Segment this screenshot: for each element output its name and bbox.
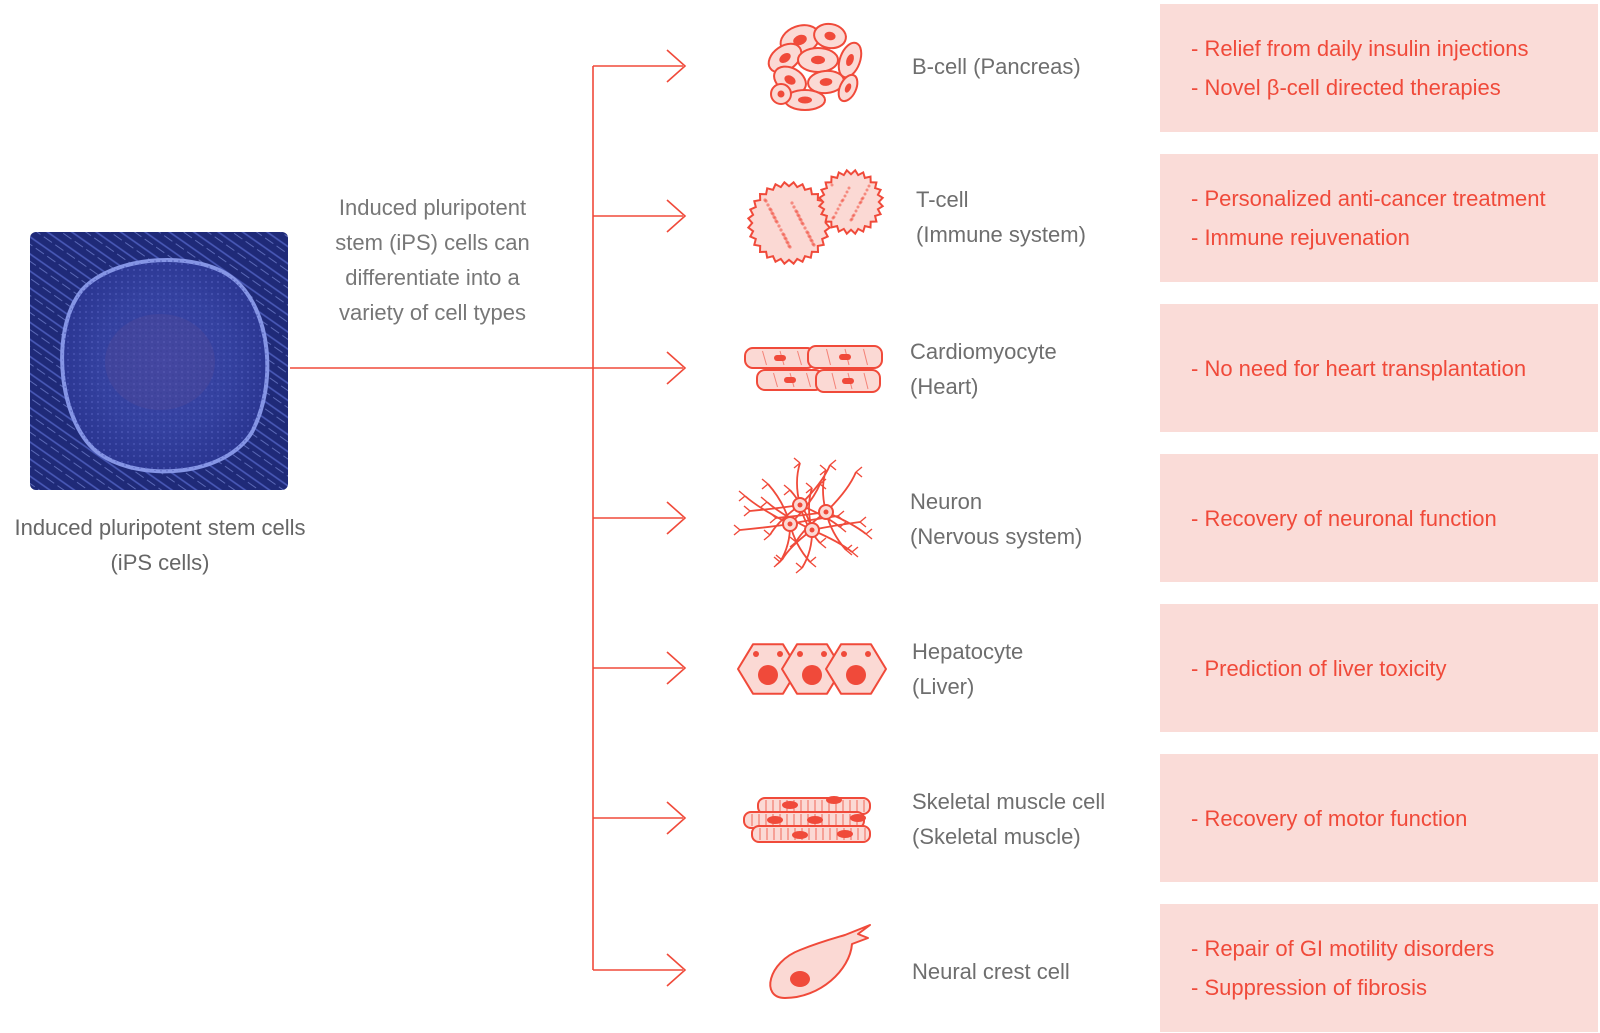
cell-type-label-line: B-cell (Pancreas) xyxy=(912,54,1081,79)
benefit-item: - Suppression of fibrosis xyxy=(1191,975,1427,1000)
benefit-box: - Recovery of motor function xyxy=(1160,754,1598,882)
cell-type-label: Skeletal muscle cell (Skeletal muscle) xyxy=(912,784,1152,854)
intro-line: stem (iPS) cells can xyxy=(335,230,530,255)
ips-caption: Induced pluripotent stem cells (iPS cell… xyxy=(0,510,320,580)
benefit-item: - Novel β-cell directed therapies xyxy=(1191,75,1501,100)
cell-type-label-line: Hepatocyte xyxy=(912,639,1024,664)
benefit-box: - Prediction of liver toxicity xyxy=(1160,604,1598,732)
benefit-box: - Personalized anti-cancer treatment - Im… xyxy=(1160,154,1598,282)
cell-type-label: Neuron (Nervous system) xyxy=(910,484,1150,554)
benefit-item: - Personalized anti-cancer treatment xyxy=(1191,186,1546,211)
arrow-head-icon xyxy=(666,651,687,685)
cell-type-label: Cardiomyocyte (Heart) xyxy=(910,334,1150,404)
cell-type-label-line: T-cell xyxy=(916,187,969,212)
benefit-box: - Recovery of neuronal function xyxy=(1160,454,1598,582)
cell-type-label: Hepatocyte (Liver) xyxy=(912,634,1152,704)
benefit-item: - Recovery of neuronal function xyxy=(1191,505,1497,531)
cell-type-label-line: (Heart) xyxy=(910,374,979,399)
benefit-box: - No need for heart transplantation xyxy=(1160,304,1598,432)
cell-type-label-line: (Liver) xyxy=(912,674,975,699)
cell-type-label-line: Neural crest cell xyxy=(912,959,1070,984)
ips-cell-colony-image xyxy=(30,232,288,490)
intro-line: Induced pluripotent xyxy=(338,195,527,220)
ips-caption-line-1: Induced pluripotent stem cells xyxy=(14,515,306,540)
neuron-icon xyxy=(733,457,873,574)
benefit-item: - Immune rejuvenation xyxy=(1191,225,1410,250)
b-cell-cluster-icon xyxy=(767,22,863,111)
cell-type-label-line: Skeletal muscle cell xyxy=(912,789,1106,814)
intro-line: differentiate into a xyxy=(345,265,520,290)
benefit-item: - Recovery of motor function xyxy=(1191,805,1468,831)
benefit-item: - No need for heart transplantation xyxy=(1191,355,1527,381)
arrow-head-icon xyxy=(666,351,687,385)
intro-line: variety of cell types xyxy=(338,300,527,325)
t-cell-icon xyxy=(746,168,885,266)
arrow-head-icon xyxy=(666,953,687,987)
benefit-item: - Repair of GI motility disorders xyxy=(1191,936,1495,961)
cell-type-label: B-cell (Pancreas) xyxy=(912,49,1152,84)
cell-type-label-line: Neuron xyxy=(910,489,983,514)
arrow-head-icon xyxy=(666,801,687,835)
cell-type-label-line: (Skeletal muscle) xyxy=(912,824,1081,849)
cell-type-label-line: (Immune system) xyxy=(916,222,1086,247)
arrow-head-icon xyxy=(666,49,687,83)
cell-type-label: Neural crest cell xyxy=(912,954,1152,989)
cardiomyocyte-icon xyxy=(744,345,883,393)
benefit-box: - Repair of GI motility disorders - Suppr… xyxy=(1160,904,1598,1032)
skeletal-muscle-icon xyxy=(743,796,871,843)
arrow-head-icon xyxy=(666,501,687,535)
benefit-box: - Relief from daily insulin injections - … xyxy=(1160,4,1598,132)
intro-text: Induced pluripotent stem (iPS) cells can… xyxy=(310,190,555,330)
cell-type-label-line: Cardiomyocyte xyxy=(910,339,1057,364)
cell-type-label: T-cell (Immune system) xyxy=(916,182,1156,252)
neural-crest-cell-icon xyxy=(769,924,871,999)
cell-type-label-line: (Nervous system) xyxy=(910,524,1083,549)
benefit-item: - Prediction of liver toxicity xyxy=(1191,655,1447,681)
arrow-head-icon xyxy=(666,199,687,233)
hepatocyte-icon xyxy=(737,643,887,695)
benefit-item: - Relief from daily insulin injections xyxy=(1191,36,1529,61)
ips-caption-line-2: (iPS cells) xyxy=(110,550,210,575)
